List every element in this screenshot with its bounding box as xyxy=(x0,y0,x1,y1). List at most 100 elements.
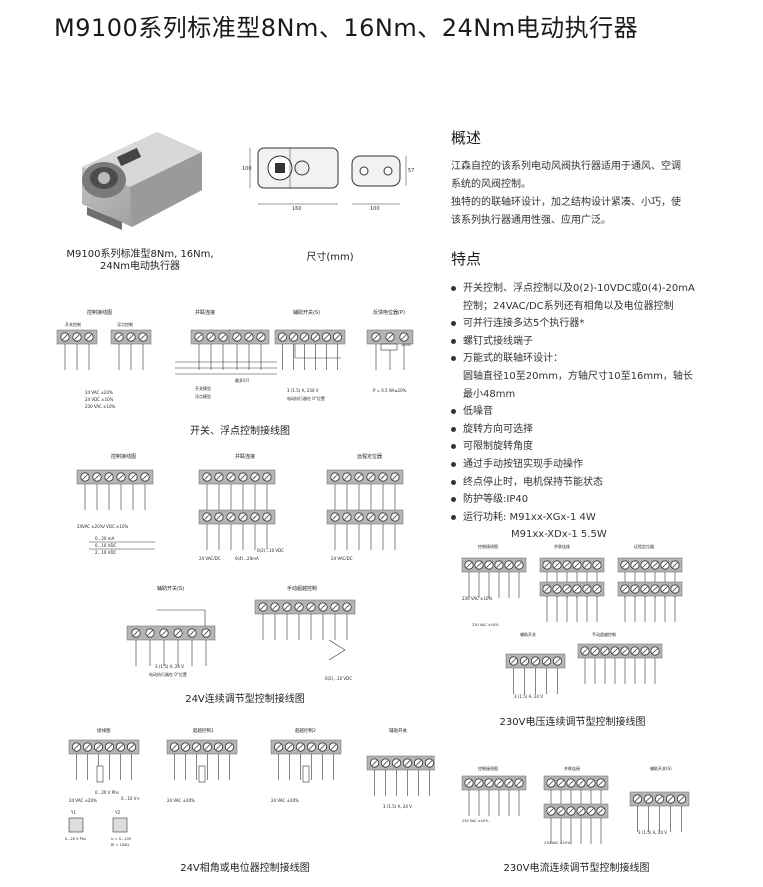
feature-item: 控制；24VAC/DC系列还有相角以及电位器控制 xyxy=(451,298,751,316)
diagram-label: 浮点模型 xyxy=(195,393,211,399)
diagram-title: 超越控制1 xyxy=(193,727,214,734)
bullet-icon xyxy=(451,426,456,432)
terminal-slot xyxy=(62,334,68,340)
diagram-label: 最多5只 xyxy=(235,377,250,383)
feature-text: 低噪音 xyxy=(463,406,493,418)
bullet-icon xyxy=(451,514,456,520)
terminal-slot xyxy=(284,604,290,610)
terminal-slot xyxy=(678,796,685,802)
terminal-slot xyxy=(564,586,570,592)
diagram-label: 24 VAC ±20% xyxy=(69,798,97,803)
terminal-slot xyxy=(632,562,638,568)
terminal-slot xyxy=(208,334,214,340)
caption-switch-floating: 开关、浮点控制接线图 xyxy=(190,426,290,437)
diagram-title: 远程定位器 xyxy=(357,453,382,460)
terminal-slot xyxy=(582,648,588,654)
diagram-title: 控制接线图 xyxy=(87,309,112,316)
terminal-slot xyxy=(371,760,378,766)
terminal-slot xyxy=(252,474,258,480)
terminal-slot xyxy=(252,514,258,520)
terminal-slot xyxy=(161,630,167,636)
terminal-slot xyxy=(204,474,210,480)
diagram-label: 230 VAC ±10% xyxy=(462,819,489,823)
diagram-title: 反馈电位器(P) xyxy=(373,309,405,316)
diagram-label: 230 VAC ±10% xyxy=(462,596,493,601)
feature-item: 防护等级:IP40 xyxy=(451,491,751,509)
diagram-title: 接线图 xyxy=(97,727,111,734)
diagram-label: 24 VAC/DC xyxy=(199,556,221,561)
terminal-slot xyxy=(330,744,337,750)
terminal-slot xyxy=(592,648,598,654)
diagram-label: Y1 xyxy=(70,810,76,815)
terminal-slot xyxy=(642,648,648,654)
diagram-title: 控制接线图 xyxy=(478,765,498,771)
terminal-slot xyxy=(118,474,124,480)
terminal-slot xyxy=(312,334,319,340)
diagram-label: 2...10 VDC xyxy=(95,550,117,555)
diagram-title: 辅助开关 xyxy=(520,631,536,637)
terminal-slot xyxy=(116,334,122,340)
terminal-slot xyxy=(86,334,92,340)
terminal-slot xyxy=(486,780,492,786)
feature-text: 可限制旋转角度 xyxy=(463,441,533,453)
diagram-label: 0...10 V+ xyxy=(121,796,140,801)
terminal-slot xyxy=(622,562,628,568)
diagram-label: 230 VAC ±10% xyxy=(544,841,571,845)
terminal-slot xyxy=(544,562,550,568)
terminal-slot xyxy=(128,744,135,750)
caption-230v-current: 230V电流连续调节型控制接线图 xyxy=(503,863,650,874)
terminal-slot xyxy=(380,474,386,480)
terminal-slot xyxy=(466,562,472,568)
diagram-label: 0...20 mA xyxy=(95,536,115,541)
terminal-slot xyxy=(94,474,100,480)
terminal-slot xyxy=(182,744,189,750)
terminal-slot xyxy=(645,796,652,802)
feature-item: 可并行连接多达5个执行器* xyxy=(451,315,751,333)
feature-text: 防护等级:IP40 xyxy=(463,494,529,506)
terminal-slot xyxy=(584,562,590,568)
terminal-slot xyxy=(598,808,604,814)
terminal-slot xyxy=(286,744,293,750)
overview-line: 独特的的联轴环设计，加之结构设计紧凑、小巧，使 xyxy=(451,197,681,208)
terminal-slot xyxy=(466,780,472,786)
feature-item: 螺钉式接线端子 xyxy=(451,333,751,351)
terminal-slot xyxy=(415,760,422,766)
terminal-slot xyxy=(246,334,252,340)
terminal-slot xyxy=(106,474,112,480)
bullet-icon xyxy=(451,321,456,327)
terminal-slot xyxy=(308,604,314,610)
terminal-slot xyxy=(554,658,561,664)
terminal-slot xyxy=(594,586,600,592)
feature-text: 可并行连接多达5个执行器* xyxy=(463,318,585,330)
resistor xyxy=(302,765,310,783)
terminal-slot xyxy=(196,334,202,340)
terminal-slot xyxy=(496,780,502,786)
terminal-slot xyxy=(558,808,564,814)
diagram-label: 0(2)...10 VDC xyxy=(325,676,352,681)
terminal-slot xyxy=(574,586,580,592)
terminal-slot xyxy=(578,780,584,786)
terminal-slot xyxy=(594,562,600,568)
terminal-slot xyxy=(387,334,393,340)
feature-text: M91xx-XDx-1 5.5W xyxy=(511,529,607,541)
terminal-slot xyxy=(392,474,398,480)
bullet-icon xyxy=(451,356,456,362)
diagram-label: 开关模型 xyxy=(195,385,211,391)
terminal-slot xyxy=(476,562,482,568)
terminal-slot xyxy=(290,334,297,340)
terminal-slot xyxy=(240,514,246,520)
feature-item: 运行功耗: M91xx-XGx-1 4W xyxy=(451,509,751,527)
terminal-slot xyxy=(82,474,88,480)
diagram-label: 0...20 V Phs xyxy=(65,837,86,841)
caption-230v-voltage: 230V电压连续调节型控制接线图 xyxy=(499,717,646,728)
diagram-title: 辅助开关(S) xyxy=(293,309,320,316)
feature-item: 低噪音 xyxy=(451,403,751,421)
feature-text: 通过手动按钮实现手动操作 xyxy=(463,458,583,470)
diagram-label: 开关控制 xyxy=(65,321,81,327)
terminal-block xyxy=(577,643,663,659)
diagram-label: 100% xyxy=(401,343,412,347)
terminal-slot xyxy=(656,796,663,802)
feature-text: 圆轴直径10至20mm，方轴尺寸10至16mm，轴长 xyxy=(463,370,693,382)
terminal-slot xyxy=(632,586,638,592)
